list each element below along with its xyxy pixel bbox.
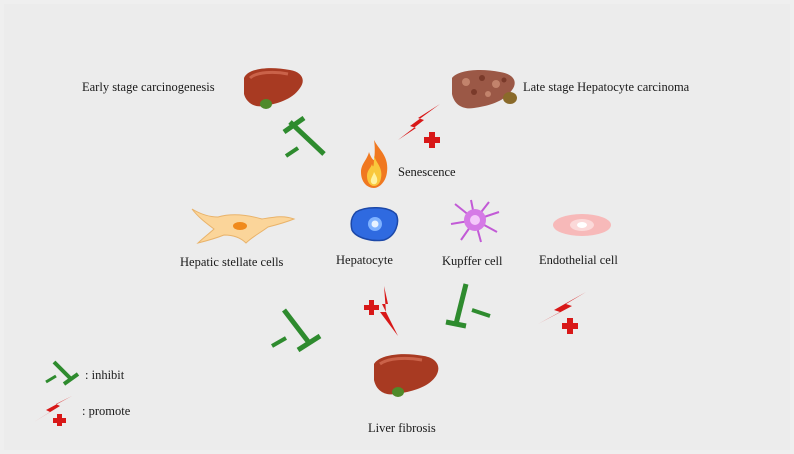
liver-fibrosis-icon: [374, 354, 439, 397]
endothelial-cell-icon: [553, 214, 611, 236]
legend-inhibit-label: : inhibit: [85, 368, 125, 382]
endothelial-label: Endothelial cell: [539, 253, 618, 267]
legend-promote-label: : promote: [82, 404, 131, 418]
inhibit-early-stage-icon: [282, 116, 326, 158]
inhibit-stellate-icon: [271, 308, 322, 353]
fire-icon: [361, 140, 388, 188]
hepatocyte-label: Hepatocyte: [336, 253, 393, 267]
promote-endothelial-icon: [538, 292, 586, 334]
legend-inhibit-icon: [45, 360, 80, 386]
hepatic-stellate-cell-icon: [191, 208, 296, 244]
hepatocyte-icon: [350, 207, 399, 242]
kupffer-label: Kupffer cell: [442, 254, 503, 268]
senescence-label: Senescence: [398, 165, 456, 179]
late-stage-liver-icon: [452, 70, 517, 109]
hepatic-stellate-label: Hepatic stellate cells: [180, 255, 284, 269]
kupffer-cell-icon: [450, 199, 500, 243]
late-stage-label: Late stage Hepatocyte carcinoma: [523, 80, 690, 94]
legend-promote-icon: [34, 396, 72, 426]
early-stage-label: Early stage carcinogenesis: [82, 80, 215, 94]
inhibit-kupffer-icon: [445, 283, 491, 329]
promote-late-stage-icon: [398, 104, 440, 148]
liver-fibrosis-label: Liver fibrosis: [368, 421, 436, 435]
promote-hepatocyte-icon: [364, 286, 398, 336]
early-stage-liver-icon: [244, 68, 303, 109]
